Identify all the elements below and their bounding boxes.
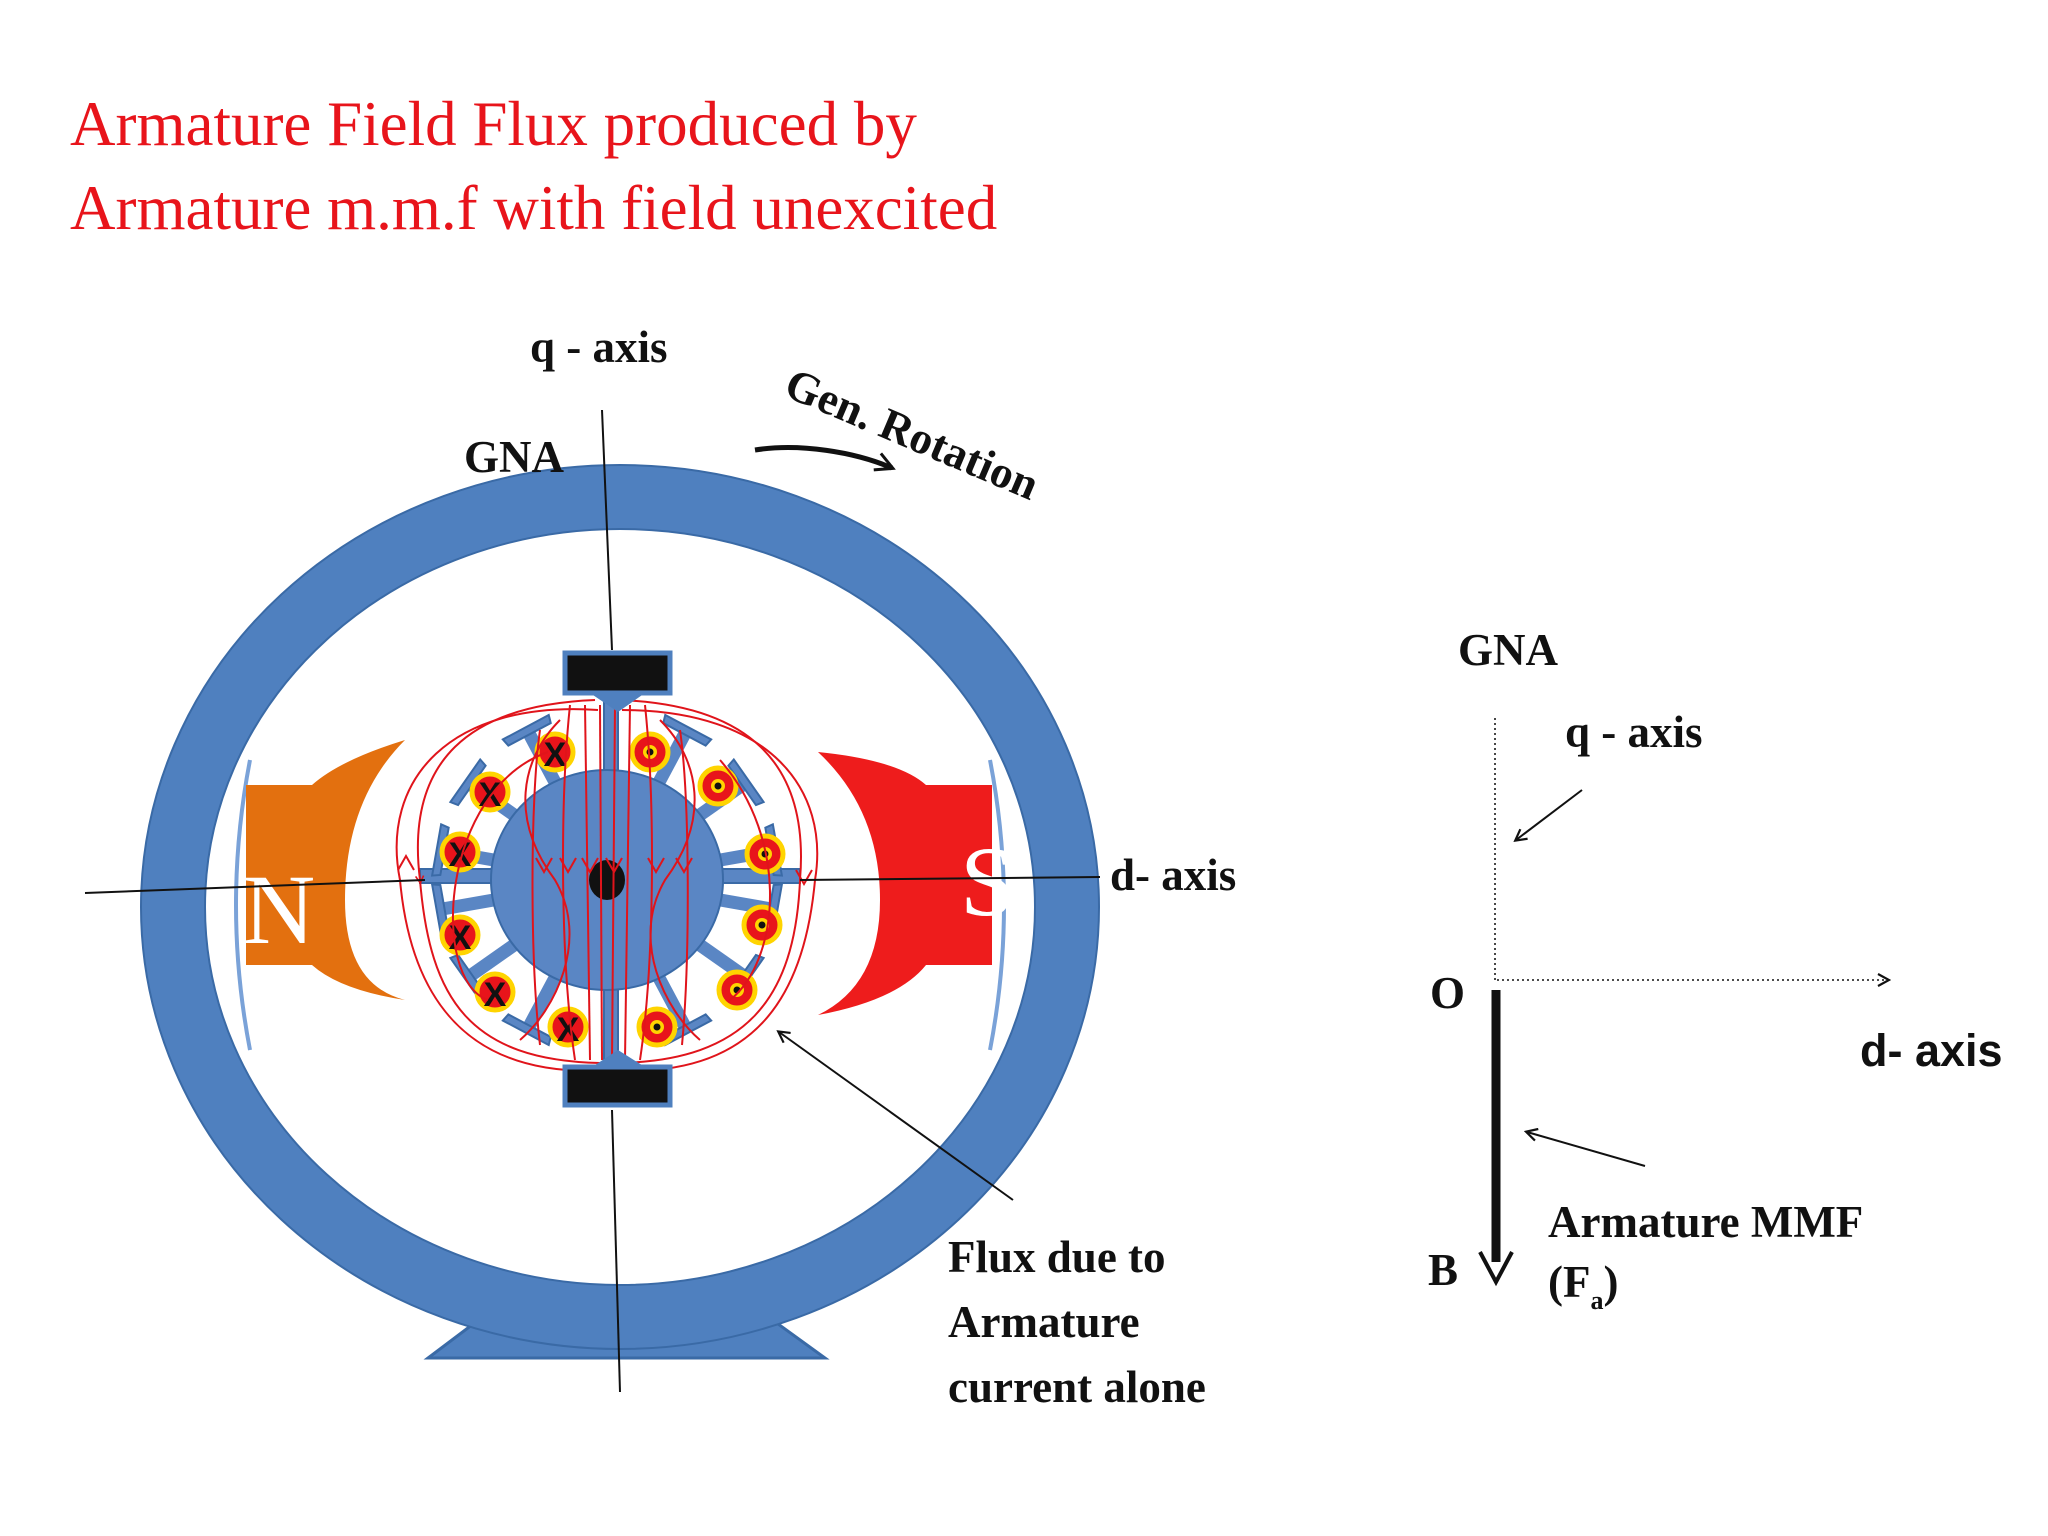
conductor-dot [741, 904, 783, 946]
title-line-2: Armature m.m.f with field unexcited [70, 173, 998, 243]
conductor-cross: X [474, 971, 516, 1014]
phasor-gna-label: GNA [1458, 625, 1559, 675]
armature-tooth [652, 731, 691, 786]
brush-top [562, 650, 673, 712]
flux-note-line-2: Armature [948, 1297, 1140, 1347]
flux-note-arrow-icon [779, 1032, 1014, 1201]
armature-flux-lines [395, 699, 819, 1072]
svg-text:X: X [484, 976, 507, 1014]
svg-text:X: X [557, 1011, 580, 1049]
conductor-dot [636, 1006, 678, 1048]
armature-tooth-tip [501, 713, 552, 747]
flux-note-line-1: Flux due to [948, 1232, 1166, 1282]
phasor-origin-label: O [1430, 968, 1465, 1018]
phasor-diagram: GNA q - axis O d- axis B Armature MMF (F… [1428, 625, 2003, 1315]
q-axis-line [601, 409, 621, 1393]
rotation-arrow-icon [754, 445, 896, 472]
pole-s-label: S [960, 826, 1016, 937]
phasor-q-pointer-icon [1516, 789, 1583, 840]
conductor-dot [716, 969, 758, 1011]
mmf-pointer-icon [1527, 1132, 1646, 1167]
pole-south: S [818, 752, 1016, 1015]
d-axis-line [84, 876, 1101, 894]
conductor-cross: X [469, 771, 511, 814]
rotation-label: Gen. Rotation [778, 358, 1046, 510]
page-title: Armature Field Flux produced by Armature… [70, 82, 997, 250]
rotation-indicator: Gen. Rotation [754, 358, 1046, 510]
conductor-cross: X [547, 1006, 589, 1049]
conductor-cross: X [439, 831, 481, 874]
pole-north: N [243, 740, 405, 1000]
armature-tooth-tip [727, 757, 766, 807]
fa-label: (Fa) [1548, 1257, 1618, 1315]
phasor-d-axis-label: d- axis [1860, 1025, 2003, 1076]
phasor-q-axis-label: q - axis [1565, 707, 1703, 757]
armature-tooth-tip [448, 757, 487, 807]
d-axis-label: d- axis [1110, 850, 1236, 900]
brush-bottom [562, 1050, 673, 1108]
flux-arrows [397, 853, 813, 887]
svg-text:X: X [544, 736, 567, 774]
armature-tooth [468, 937, 521, 980]
conductor-dot [697, 765, 739, 807]
flux-note-line-3: current alone [948, 1362, 1206, 1412]
flux-note-callout: Flux due to Armature current alone [779, 1032, 1206, 1412]
armature-tooth [693, 937, 746, 980]
armature-tooth [523, 974, 562, 1029]
yoke-ring [140, 464, 1100, 1350]
armature-mmf-arrowhead-icon [1478, 1251, 1514, 1287]
conductor-cross: X [439, 914, 481, 957]
armature-mmf-label: Armature MMF [1548, 1197, 1863, 1247]
gna-label: GNA [464, 432, 565, 482]
phasor-b-label: B [1428, 1245, 1458, 1295]
armature-tooth-tip [662, 713, 713, 747]
svg-text:X: X [449, 836, 472, 874]
pole-n-label: N [243, 854, 315, 965]
q-axis-label: q - axis [530, 322, 668, 372]
title-line-1: Armature Field Flux produced by [70, 89, 917, 159]
